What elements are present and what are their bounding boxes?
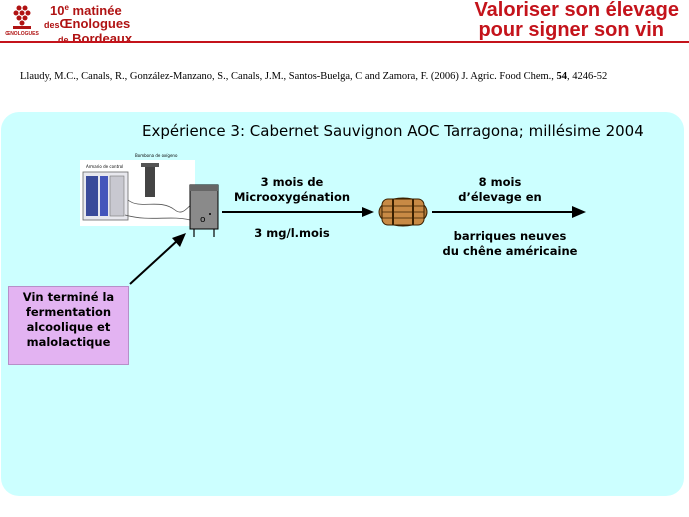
equipment-label-control: Armario de control [86, 164, 123, 169]
wine-box-line2: fermentation [25, 305, 112, 319]
event-line2: Œnologues [59, 16, 131, 31]
event-ordinal-sup: e [64, 3, 69, 12]
step2-barrique-label: barriques neuves du chêne américaine [425, 229, 595, 259]
header-divider [0, 41, 689, 43]
step2-line4: du chêne américaine [442, 244, 578, 258]
step2-label: 8 mois d’élevage en [440, 175, 560, 205]
equipment-label-oxygen: Bombona de oxígeno [135, 153, 178, 158]
event-line3-prefix: de [58, 35, 69, 45]
slide-title-line2: pour signer son vin [478, 19, 665, 41]
event-line2-prefix: des [44, 20, 60, 30]
microoxygenation-equipment-image: Armario de control Bombona de oxígeno [80, 153, 196, 226]
citation-authors: Llaudy, M.C., Canals, R., González-Manza… [20, 71, 557, 82]
citation-volume: 54 [556, 71, 568, 82]
citation-pages: , 4246-52 [567, 71, 608, 82]
wine-status-box [8, 286, 129, 365]
arrow-microoxygenation [222, 207, 374, 217]
step1-line1: 3 mois de [260, 175, 324, 189]
step1-line2: Microoxygénation [233, 190, 351, 204]
wine-status-text: Vin terminé la fermentation alcoolique e… [8, 290, 129, 350]
barrel-icon [378, 197, 428, 227]
experiment-title: Expérience 3: Cabernet Sauvignon AOC Tar… [142, 122, 644, 140]
wine-tank-icon: o [189, 184, 219, 237]
slide-title-line1: Valoriser son élevage [474, 0, 679, 21]
logo-text: ŒNOLOGUES [5, 31, 39, 37]
step1-label: 3 mois de Microoxygénation [222, 175, 362, 205]
oenologues-logo: ŒNOLOGUES [2, 2, 42, 40]
wine-box-line1: Vin terminé la [22, 290, 115, 304]
svg-text:o: o [200, 215, 206, 225]
step2-line2: d’élevage en [458, 190, 542, 204]
wine-box-line3: alcoolique et [26, 320, 111, 334]
step1-dose: 3 mg/l.mois [254, 226, 330, 240]
event-line1: matinée [72, 3, 122, 18]
wine-box-line4: malolactique [26, 335, 111, 349]
citation: Llaudy, M.C., Canals, R., González-Manza… [20, 71, 607, 82]
event-ordinal: 10 [50, 3, 65, 18]
arrow-wine-to-tank [129, 233, 186, 285]
step2-line1: 8 mois [478, 175, 522, 189]
arrow-elevage [432, 206, 586, 218]
slide-title: Valoriser son élevage pour signer son vi… [474, 0, 679, 40]
step2-line3: barriques neuves [453, 229, 567, 243]
